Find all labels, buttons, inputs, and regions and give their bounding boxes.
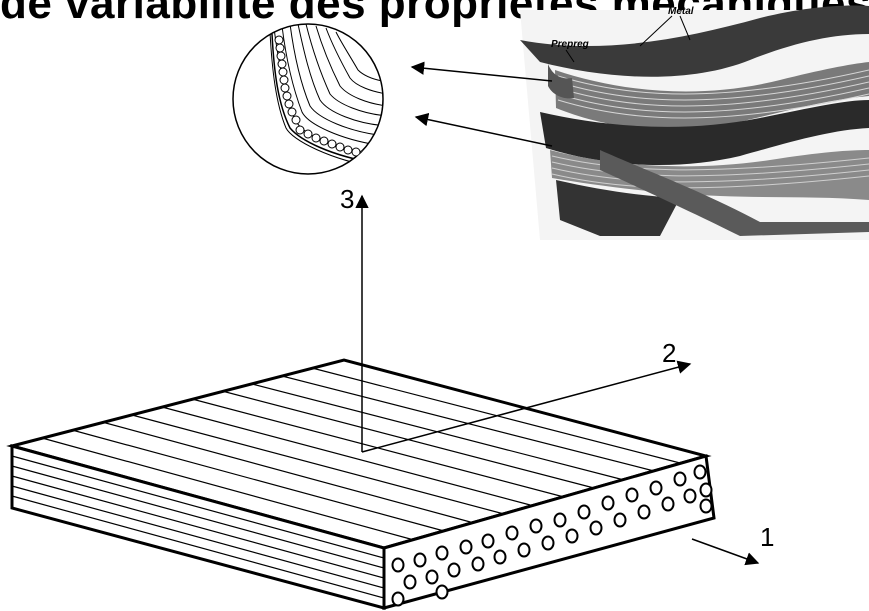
- axes: [355, 194, 760, 566]
- end-face-fibres: [391, 464, 713, 607]
- prepreg-layer: [555, 62, 869, 130]
- label-prepreg: Prepreg: [551, 39, 589, 50]
- composite-plate: [6, 358, 716, 610]
- magnifier-circle: [232, 23, 384, 175]
- metal-sheet-top: [520, 5, 869, 77]
- axis-1-label: 1: [760, 522, 774, 552]
- metal-sheet-middle: [540, 100, 869, 166]
- laminate-stack: [550, 150, 869, 200]
- axis-2-arrow: [361, 360, 692, 453]
- detail-magnifier: [232, 23, 384, 175]
- laminate-photo: Prepreg Metal: [520, 5, 869, 240]
- pointer-arrow-lower: [414, 112, 553, 147]
- label-metal: Metal: [668, 6, 694, 17]
- side-layer-lines: [11, 455, 385, 599]
- axis-2-label: 2: [662, 338, 676, 368]
- axis-1-arrow: [691, 538, 760, 566]
- pointer-arrow-upper: [410, 61, 553, 82]
- axis-3-label: 3: [340, 184, 354, 214]
